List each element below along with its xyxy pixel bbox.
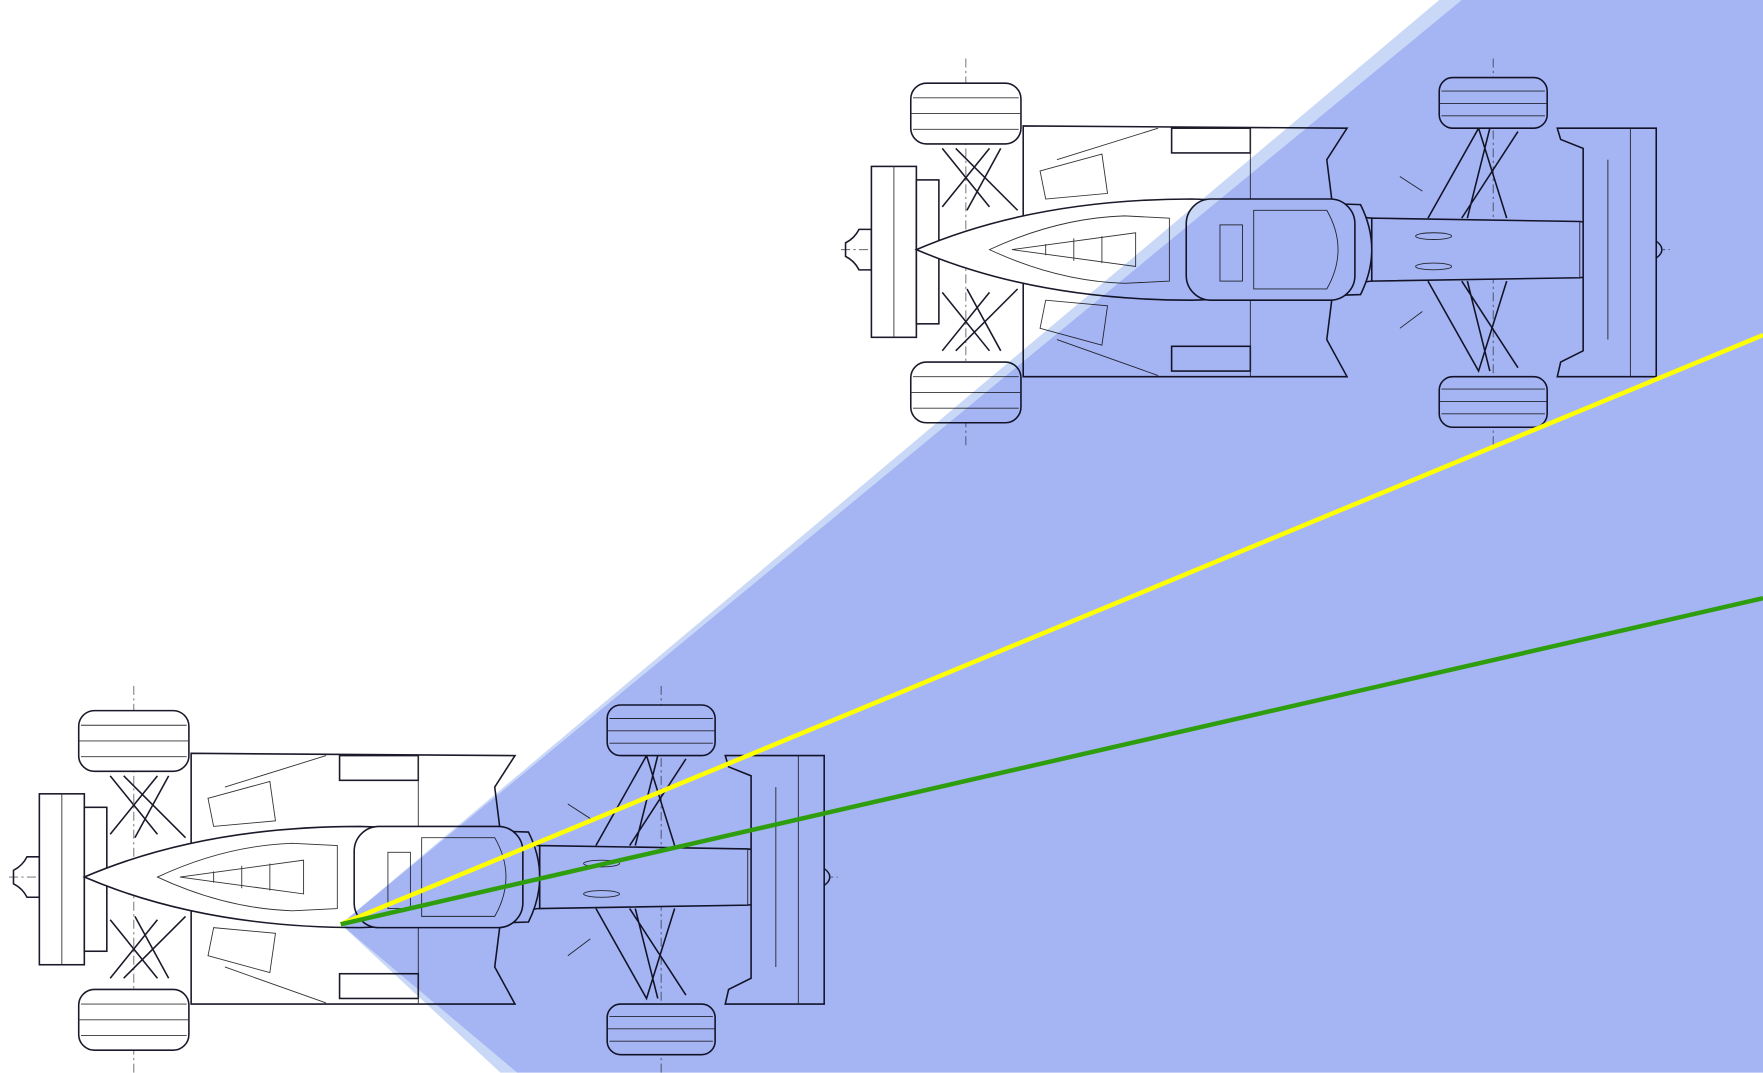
yellow-sight-line: [339, 332, 1763, 927]
field-of-view-cone: [340, 0, 1763, 1073]
green-sight-line: [340, 595, 1763, 927]
